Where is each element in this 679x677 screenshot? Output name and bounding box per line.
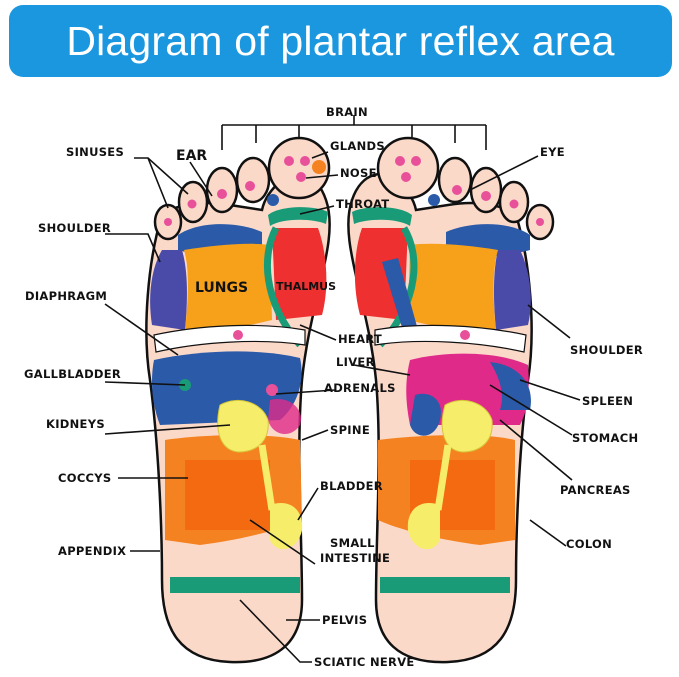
label-lungs: LUNGS xyxy=(195,280,248,296)
right-foot xyxy=(348,138,553,662)
right-brain-dot xyxy=(411,156,421,166)
right-kidney-zone xyxy=(442,400,492,452)
label-shoulder-left: SHOULDER xyxy=(38,221,111,235)
label-sciatic-nerve: SCIATIC NERVE xyxy=(314,655,415,669)
right-sinus-dot xyxy=(536,218,544,226)
right-sinus-dot xyxy=(510,200,519,209)
left-heart-dot xyxy=(233,330,243,340)
left-kidney-zone xyxy=(218,400,268,452)
right-toe-3 xyxy=(471,168,501,212)
right-eye-dot xyxy=(481,191,491,201)
right-eye-dot xyxy=(452,185,462,195)
label-appendix: APPENDIX xyxy=(58,544,126,558)
label-diaphragm: DIAPHRAGM xyxy=(25,289,107,303)
label-bladder: BLADDER xyxy=(320,479,383,493)
right-big-toe xyxy=(378,138,438,198)
label-coccys: COCCYS xyxy=(58,471,112,485)
left-intestine-zone xyxy=(185,460,270,530)
right-ear-dot xyxy=(428,194,440,206)
label-intestine: INTESTINE xyxy=(320,551,390,565)
label-sinuses: SINUSES xyxy=(66,145,124,159)
label-throat: THROAT xyxy=(336,197,389,211)
right-pelvis-band xyxy=(380,577,510,593)
label-shoulder-right: SHOULDER xyxy=(570,343,643,357)
right-heart-dot xyxy=(460,330,470,340)
label-thalmus: THALMUS xyxy=(276,280,336,293)
label-gallbladder: GALLBLADDER xyxy=(24,367,121,381)
label-colon: COLON xyxy=(566,537,612,551)
right-toe-2 xyxy=(439,158,471,202)
right-brain-dot xyxy=(401,172,411,182)
left-sinus-dot xyxy=(217,189,227,199)
left-foot xyxy=(146,138,329,662)
left-brain-dot xyxy=(300,156,310,166)
label-adrenals: ADRENALS xyxy=(324,381,396,395)
label-ear: EAR xyxy=(176,148,207,164)
left-sinus-dot xyxy=(164,218,172,226)
label-small: SMALL xyxy=(330,536,375,550)
label-pelvis: PELVIS xyxy=(322,613,367,627)
left-thalmus-zone xyxy=(272,228,326,320)
label-stomach: STOMACH xyxy=(572,431,638,445)
label-eye: EYE xyxy=(540,145,565,159)
label-nose: NOSE xyxy=(340,166,377,180)
label-spleen: SPLEEN xyxy=(582,394,633,408)
label-glands: GLANDS xyxy=(330,139,385,153)
right-brain-dot xyxy=(395,156,405,166)
left-pelvis-band xyxy=(170,577,300,593)
label-liver: LIVER xyxy=(336,355,375,369)
left-toe-2 xyxy=(237,158,269,202)
label-pancreas: PANCREAS xyxy=(560,483,631,497)
label-heart: HEART xyxy=(338,332,382,346)
left-sinus-dot xyxy=(245,181,255,191)
label-brain: BRAIN xyxy=(326,105,368,119)
left-brain-dot xyxy=(296,172,306,182)
left-ear-dot xyxy=(267,194,279,206)
labels: BRAIN SINUSES EAR GLANDS NOSE THROAT EYE… xyxy=(24,105,643,669)
label-spine: SPINE xyxy=(330,423,370,437)
right-lungs-zone xyxy=(408,244,498,332)
left-sinus-dot xyxy=(188,200,197,209)
left-brain-dot xyxy=(284,156,294,166)
label-kidneys: KIDNEYS xyxy=(46,417,105,431)
left-gland-dot xyxy=(312,160,326,174)
